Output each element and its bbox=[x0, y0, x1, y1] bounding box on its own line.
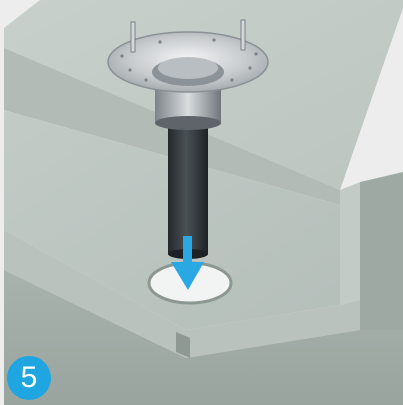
drain-pipe bbox=[168, 112, 208, 254]
front-ledge-top bbox=[4, 230, 360, 358]
front-face bbox=[4, 270, 403, 405]
right-wall-top bbox=[340, 182, 360, 305]
insert-arrow-icon bbox=[171, 236, 204, 290]
front-notch bbox=[176, 332, 190, 358]
flange-studs bbox=[130, 19, 246, 53]
step-number-badge: 5 bbox=[7, 356, 51, 400]
